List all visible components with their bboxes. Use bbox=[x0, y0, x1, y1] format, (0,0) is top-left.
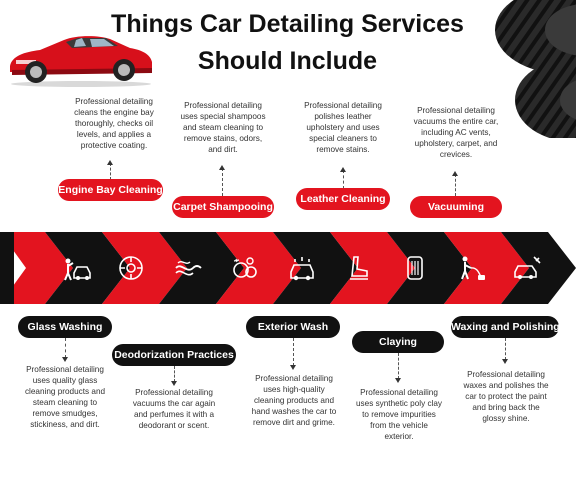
claying-arrowhead bbox=[395, 378, 401, 383]
air-freshener-icon bbox=[175, 261, 202, 276]
carpet-connector bbox=[222, 168, 223, 196]
band-chevron-10 bbox=[501, 232, 576, 304]
band-start-cap bbox=[0, 232, 14, 304]
red-sports-car-image bbox=[10, 36, 152, 87]
band-chevron-5 bbox=[216, 232, 301, 304]
car-polish-icon bbox=[514, 256, 541, 279]
carpet-arrowhead bbox=[219, 165, 225, 170]
waxing-and-polishing-description: Professional detailing waxes and polishe… bbox=[463, 370, 549, 423]
leather-arrowhead bbox=[340, 167, 346, 172]
exterior-wash-description: Professional detailing uses high-quality… bbox=[251, 374, 337, 427]
tires-image bbox=[495, 0, 576, 138]
foam-bubbles-icon bbox=[233, 257, 257, 278]
claying-connector bbox=[398, 353, 399, 379]
claying-pill: Claying bbox=[352, 331, 444, 353]
person-washing-car-icon bbox=[64, 258, 91, 281]
band-chevron-7 bbox=[330, 232, 415, 304]
title-line-1: Things Car Detailing Services bbox=[111, 10, 464, 38]
waxing-and-polishing-pill: Waxing and Polishing bbox=[451, 316, 560, 338]
deodorization-connector bbox=[174, 366, 175, 382]
band-chevron-8 bbox=[387, 232, 472, 304]
exterior-wash-connector bbox=[293, 338, 294, 366]
carpet-shampooing-description: Professional detailing uses special sham… bbox=[180, 101, 266, 154]
band-chevron-3 bbox=[102, 232, 187, 304]
page-title: Things Car Detailing Services Should Inc… bbox=[95, 6, 480, 80]
car-wash-icon bbox=[290, 257, 314, 281]
engine-bay-cleaning-pill: Engine Bay Cleaning bbox=[58, 179, 163, 201]
band-chevron-1 bbox=[0, 232, 73, 304]
vacuuming-description: Professional detailing vacuums the entir… bbox=[413, 106, 499, 159]
waxing-connector bbox=[505, 338, 506, 360]
leather-connector bbox=[343, 170, 344, 189]
vacuuming-pill: Vacuuming bbox=[410, 196, 502, 218]
vacuuming-arrowhead bbox=[452, 171, 458, 176]
glass-washing-arrowhead bbox=[62, 357, 68, 362]
engine-bay-description: Professional detailing cleans the engine… bbox=[74, 97, 154, 150]
waxing-arrowhead bbox=[502, 359, 508, 364]
person-vacuuming-icon bbox=[461, 256, 485, 280]
deodorization-description: Professional detailing vacuums the car a… bbox=[132, 388, 216, 430]
engine-icon bbox=[119, 256, 143, 280]
title-line-2: Should Include bbox=[197, 47, 378, 75]
car-seat-icon bbox=[350, 256, 368, 280]
glass-washing-connector bbox=[65, 338, 66, 358]
exterior-wash-pill: Exterior Wash bbox=[246, 316, 340, 338]
band-chevron-4 bbox=[159, 232, 244, 304]
band-chevron-9 bbox=[444, 232, 529, 304]
leather-cleaning-pill: Leather Cleaning bbox=[296, 188, 390, 210]
glass-washing-pill: Glass Washing bbox=[18, 316, 112, 338]
exterior-wash-arrowhead bbox=[290, 365, 296, 370]
leather-cleaning-description: Professional detailing polishes leather … bbox=[304, 101, 382, 154]
deodorization-arrowhead bbox=[171, 381, 177, 386]
vacuuming-connector bbox=[455, 174, 456, 196]
claying-description: Professional detailing uses synthetic po… bbox=[356, 388, 443, 441]
clay-bar-icon bbox=[407, 256, 423, 280]
glass-washing-description: Professional detailing uses quality glas… bbox=[24, 365, 106, 429]
deodorization-practices-pill: Deodorization Practices bbox=[112, 344, 236, 366]
engine-bay-connector bbox=[110, 163, 111, 180]
carpet-shampooing-pill: Carpet Shampooing bbox=[172, 196, 274, 218]
engine-bay-arrowhead bbox=[107, 160, 113, 165]
process-chevron-band bbox=[0, 232, 576, 304]
band-chevron-6 bbox=[273, 232, 358, 304]
